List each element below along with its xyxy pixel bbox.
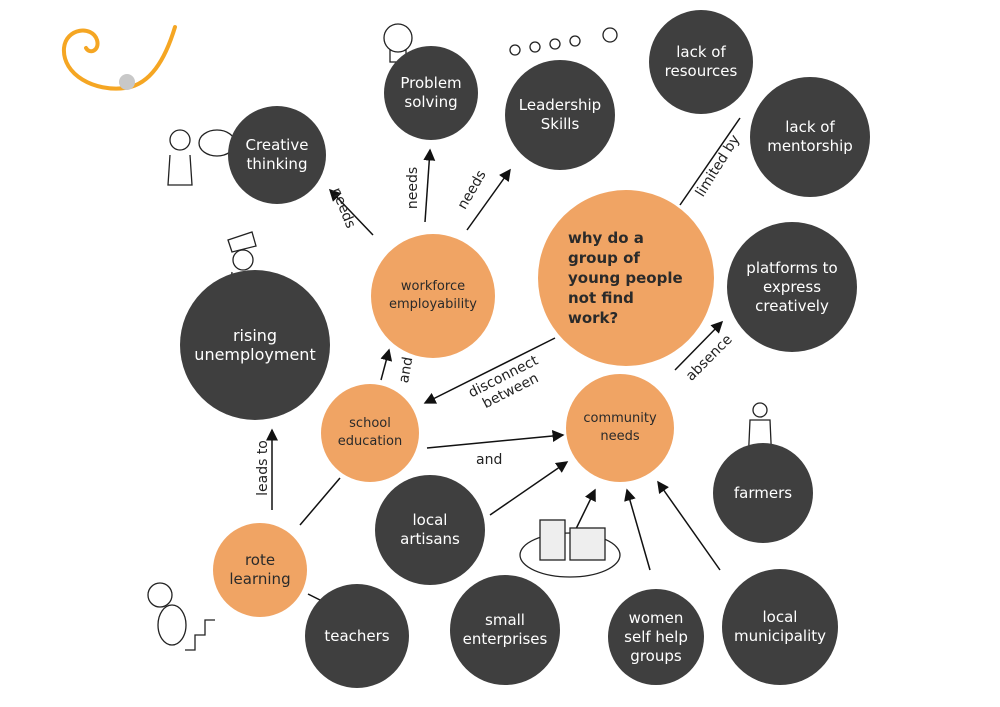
node-central-question: why do a group of young people not find …	[538, 190, 714, 366]
node-leadership-skills: Leadership Skills	[505, 60, 615, 170]
edge-rote-school	[299, 477, 341, 526]
edge-question-school	[423, 337, 556, 404]
node-women-self-help-groups: women self help groups	[608, 589, 704, 685]
node-school-education: school education	[321, 384, 419, 482]
edge-school-community	[426, 430, 565, 449]
node-platforms: platforms to express creatively	[727, 222, 857, 352]
logo	[61, 25, 177, 91]
edge-school-workforce	[380, 348, 393, 381]
edge-workforce-creative	[328, 188, 374, 236]
node-lack-of-mentorship: lack of mentorship	[750, 77, 870, 197]
city-illustration	[519, 519, 621, 578]
edge-label-and: and	[476, 452, 503, 468]
edge-municipality-community	[657, 480, 721, 571]
node-farmers: farmers	[713, 443, 813, 543]
edge-question-resources	[679, 117, 741, 206]
node-small-enterprises: small enterprises	[450, 575, 560, 685]
edge-workforce-problem	[423, 148, 436, 223]
node-rote-learning: rote learning	[213, 523, 307, 617]
node-rising-unemployment: rising unemployment	[180, 270, 330, 420]
edge-label-needs: needs	[405, 166, 422, 210]
node-local-artisans: local artisans	[375, 475, 485, 585]
node-workforce-employability: workforce employability	[371, 234, 495, 358]
edge-artisans-community	[489, 461, 569, 516]
node-local-municipality: local municipality	[722, 569, 838, 685]
node-teachers: teachers	[305, 584, 409, 688]
edge-question-platforms	[674, 320, 724, 371]
node-problem-solving: Problem solving	[384, 46, 478, 140]
node-creative-thinking: Creative thinking	[228, 106, 326, 204]
node-community-needs: community needs	[566, 374, 674, 482]
edge-workforce-leadership	[466, 168, 511, 231]
node-lack-of-resources: lack of resources	[649, 10, 753, 114]
edge-women-community	[624, 488, 651, 571]
edge-label-leads-to: leads to	[254, 440, 271, 496]
